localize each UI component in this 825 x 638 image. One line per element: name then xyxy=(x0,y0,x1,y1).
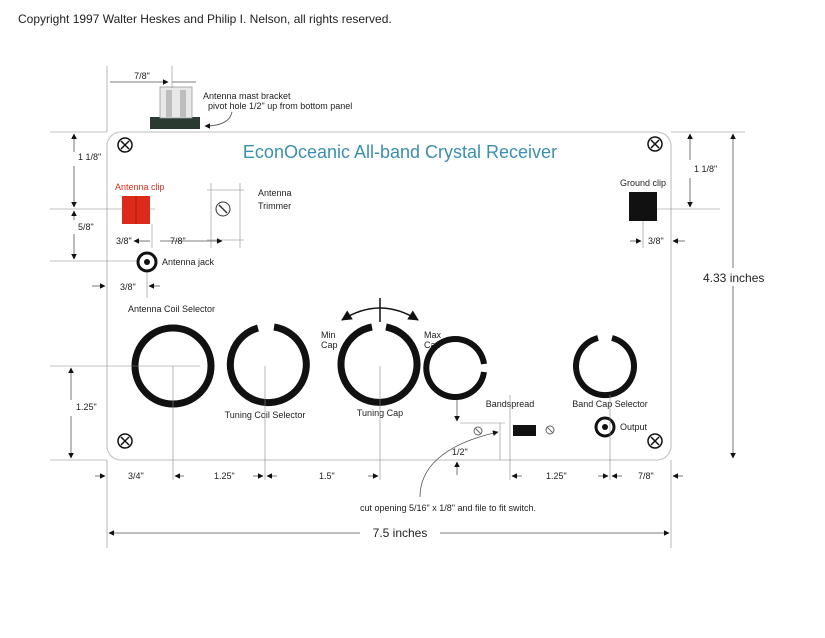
clip-to-trimmer-label: 7/8" xyxy=(170,236,186,246)
panel-height-label: 4.33 inches xyxy=(703,271,764,285)
mast-width-label: 7/8" xyxy=(134,71,150,81)
coil-spacing-label: 1.25" xyxy=(214,471,235,481)
antenna-jack-icon xyxy=(136,251,158,273)
switch-screw-right-icon xyxy=(545,425,555,435)
band-cap-selector-knob[interactable] xyxy=(573,335,637,399)
antenna-clip-label: Antenna clip xyxy=(115,182,165,192)
screw-icon-top-left xyxy=(117,137,133,153)
cut-opening-label: cut opening 5/16" x 1/8" and file to fit… xyxy=(360,503,536,513)
knob-height-label: 1.25" xyxy=(76,402,97,412)
jack-left-label: 3/8" xyxy=(120,282,136,292)
max-cap-label-2: Cap xyxy=(424,340,441,350)
antenna-trimmer-label-2: Trimmer xyxy=(258,201,291,211)
min-cap-label-1: Min xyxy=(321,330,336,340)
clip-left-label: 3/8" xyxy=(116,236,132,246)
copyright-text: Copyright 1997 Walter Heskes and Philip … xyxy=(18,12,392,26)
tuning-coil-selector-knob[interactable] xyxy=(226,323,310,406)
ground-clip xyxy=(629,192,657,221)
screw-icon-bottom-left xyxy=(117,433,133,449)
top-left-vertical-label: 1 1/8" xyxy=(78,152,101,162)
switch-body xyxy=(513,425,536,436)
switch-height-label: 1/2" xyxy=(452,447,468,457)
max-cap-label-1: Max xyxy=(424,330,442,340)
switch-screw-left-icon xyxy=(473,426,483,436)
min-cap-label-2: Cap xyxy=(321,340,338,350)
right-offset-label: 7/8" xyxy=(638,471,654,481)
bandspread-knob[interactable] xyxy=(423,336,487,400)
cap-spacing-label: 1.5" xyxy=(319,471,335,481)
screw-icon-top-right xyxy=(647,136,663,152)
output-jack-icon xyxy=(594,416,616,438)
right-vertical-label: 1 1/8" xyxy=(694,164,717,174)
cut-opening-leader xyxy=(419,430,499,498)
left-offset-label: 3/4" xyxy=(128,471,144,481)
ground-clip-label: Ground clip xyxy=(620,178,666,188)
antenna-mast-bracket-label: Antenna mast bracket xyxy=(203,91,291,101)
antenna-coil-selector-label: Antenna Coil Selector xyxy=(128,304,215,314)
clip-vertical-label: 5/8" xyxy=(78,222,94,232)
antenna-trimmer-icon xyxy=(207,183,244,248)
panel-outline xyxy=(106,131,672,461)
antenna-mast-bracket-icon xyxy=(150,86,200,129)
screw-icon-bottom-right xyxy=(647,433,663,449)
band-spacing-label: 1.25" xyxy=(546,471,567,481)
ground-right-label: 3/8" xyxy=(648,236,664,246)
panel-title: EconOceanic All-band Crystal Receiver xyxy=(243,142,557,162)
output-label: Output xyxy=(620,422,648,432)
pivot-hole-label: pivot hole 1/2" up from bottom panel xyxy=(208,101,352,111)
tuning-cap-knob[interactable] xyxy=(337,323,421,406)
pivot-hole-leader xyxy=(204,111,233,129)
panel-width-label: 7.5 inches xyxy=(373,526,428,540)
antenna-trimmer-label-1: Antenna xyxy=(258,188,292,198)
antenna-jack-label: Antenna jack xyxy=(162,257,215,267)
